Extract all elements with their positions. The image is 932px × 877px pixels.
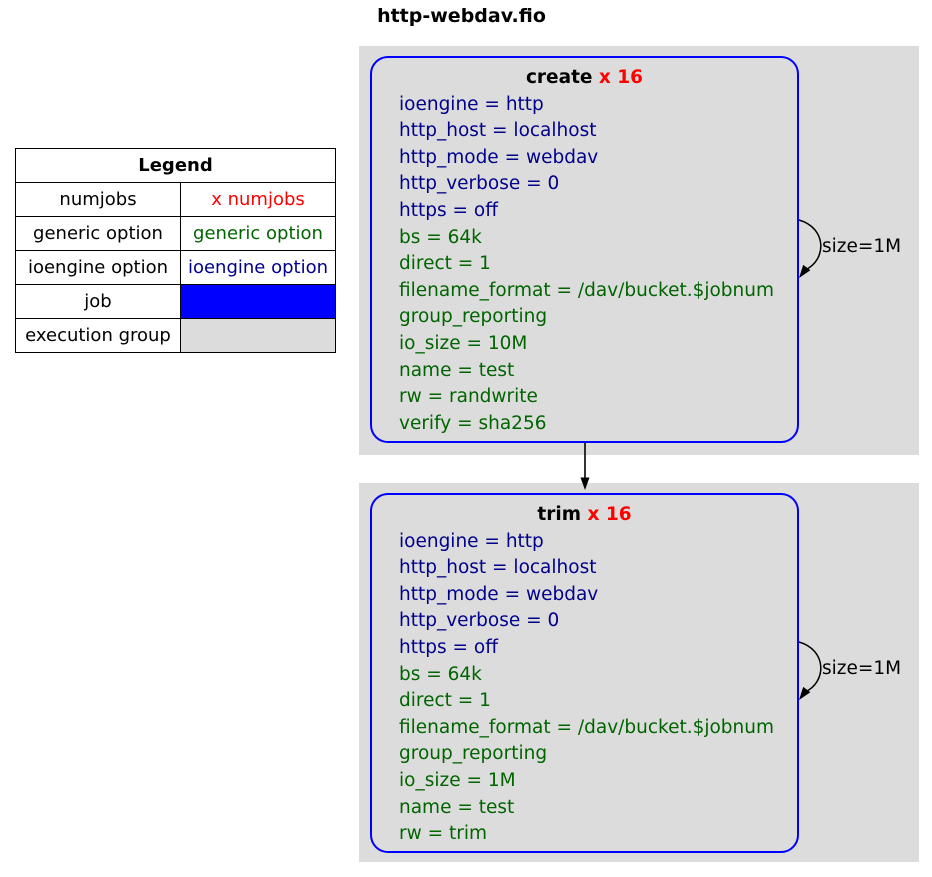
job-option: name = test (399, 796, 515, 818)
legend-label: numjobs (15, 182, 181, 217)
job-option: https = off (399, 636, 498, 658)
loop-curve (798, 641, 822, 693)
legend-row-execution-group: execution group (15, 318, 336, 353)
job-option: bs = 64k (399, 226, 482, 248)
arrowhead-icon (799, 686, 811, 700)
legend-value-numjobs: x numjobs (180, 182, 336, 217)
job-option: http_host = localhost (399, 120, 597, 142)
self-loop-label-trim: size=1M (822, 658, 902, 679)
legend-swatch-job (180, 284, 336, 319)
job-node-trim: trim x 16 ioengine = http http_host = lo… (370, 493, 799, 853)
execution-group-trim: trim x 16 ioengine = http http_host = lo… (359, 483, 919, 862)
job-numjobs-badge: x 16 (598, 67, 644, 88)
job-option: filename_format = /dav/bucket.$jobnum (399, 716, 775, 738)
legend-row-generic-option: generic option generic option (15, 216, 336, 251)
legend-header: Legend (15, 148, 336, 183)
job-option: http_host = localhost (399, 557, 597, 579)
execution-group-create: create x 16 ioengine = http http_host = … (359, 46, 919, 455)
job-option: direct = 1 (399, 253, 491, 275)
job-option: direct = 1 (399, 690, 491, 712)
graph-title: http-webdav.fio (377, 5, 546, 27)
legend-label: generic option (15, 216, 181, 251)
job-option: io_size = 10M (399, 332, 528, 354)
job-option: name = test (399, 359, 515, 381)
arrowhead-icon (799, 264, 811, 278)
legend-table: Legend numjobs x numjobs generic option … (15, 148, 336, 353)
legend-row-numjobs: numjobs x numjobs (15, 182, 336, 217)
legend-value-generic-option: generic option (180, 216, 336, 251)
job-option: http_verbose = 0 (399, 173, 560, 195)
job-option: https = off (399, 199, 498, 221)
job-option: ioengine = http (399, 530, 544, 552)
legend-label: job (15, 284, 181, 319)
self-loop-arrow-create (798, 219, 822, 278)
job-name: create (525, 67, 593, 88)
job-option: rw = randwrite (399, 386, 538, 408)
self-loop-label-create: size=1M (822, 236, 902, 257)
job-option: group_reporting (399, 743, 548, 765)
legend-value-ioengine-option: ioengine option (180, 250, 336, 285)
legend-row-job: job (15, 284, 336, 319)
job-option: http_mode = webdav (399, 583, 599, 605)
loop-curve (798, 219, 822, 271)
job-numjobs-badge: x 16 (587, 504, 632, 525)
legend-header-row: Legend (15, 148, 336, 183)
legend-label: ioengine option (15, 250, 181, 285)
job-option: verify = sha256 (399, 412, 547, 434)
job-node-create: create x 16 ioengine = http http_host = … (370, 56, 799, 443)
job-option: ioengine = http (399, 93, 544, 115)
job-option: rw = trim (399, 823, 488, 845)
legend-swatch-execution-group (180, 318, 336, 353)
job-header-trim: trim x 16 (372, 502, 797, 529)
job-option: filename_format = /dav/bucket.$jobnum (399, 279, 775, 301)
legend-row-ioengine-option: ioengine option ioengine option (15, 250, 336, 285)
job-option: group_reporting (399, 306, 548, 328)
arrowhead-icon (580, 477, 590, 490)
job-header-create: create x 16 (372, 65, 797, 92)
self-loop-arrow-trim (798, 641, 822, 700)
job-option: http_verbose = 0 (399, 610, 560, 632)
job-name: trim (537, 504, 581, 525)
edge-create-to-trim (580, 443, 590, 490)
job-option: http_mode = webdav (399, 146, 599, 168)
job-option: bs = 64k (399, 663, 482, 685)
legend-label: execution group (15, 318, 181, 353)
job-option: io_size = 1M (399, 769, 516, 791)
